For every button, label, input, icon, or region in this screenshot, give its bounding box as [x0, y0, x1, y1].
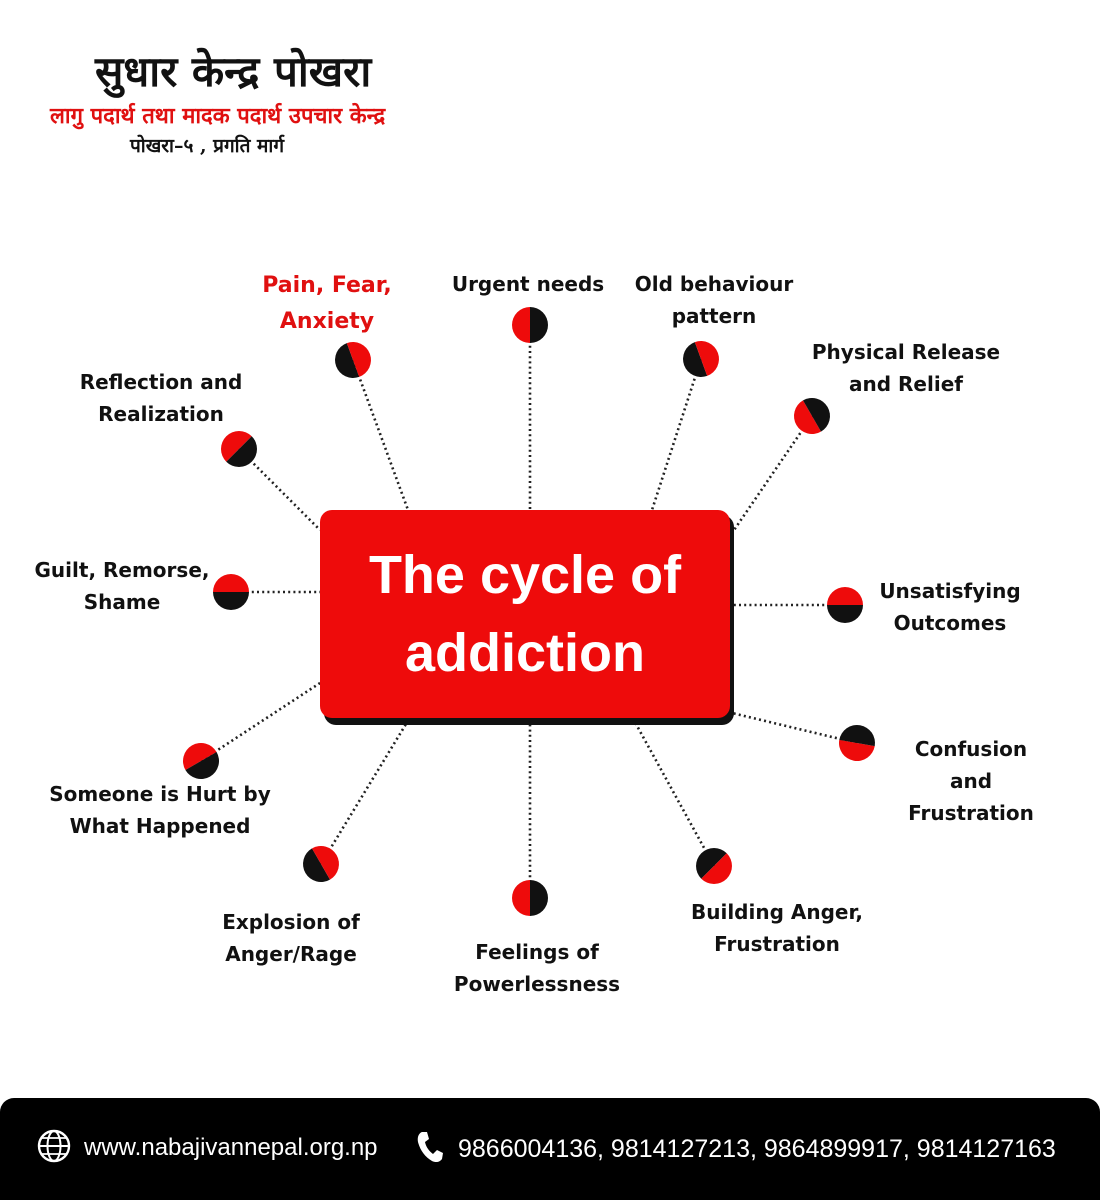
stage-dot-4 [793, 397, 830, 434]
stage-dot-2 [512, 307, 548, 343]
stage-label-3: Old behaviour pattern [634, 272, 794, 328]
stage-connector-1 [351, 359, 410, 511]
phone-icon [416, 1130, 444, 1168]
stage-connector-7 [634, 723, 716, 867]
phone-block[interactable]: 9866004136, 9814127213, 9864899917, 9814… [416, 1130, 1056, 1168]
stage-connector-4 [730, 415, 814, 534]
stage-dot-1 [335, 342, 371, 378]
header: सुधार केन्द्र पोखरा लागु पदार्थ तथा मादक… [0, 0, 520, 170]
stage-dot-10 [183, 743, 219, 779]
stage-connector-10 [200, 681, 321, 763]
stage-dot-7 [696, 848, 732, 884]
stage-dot-8 [512, 880, 548, 916]
stage-label-9: Explosion of Anger/Rage [222, 910, 360, 966]
center-title-nepali: सुधार केन्द्र पोखरा [95, 47, 372, 96]
stage-label-10: Someone is Hurt by What Happened [49, 782, 271, 838]
center-address: पोखरा–५ , प्रगति मार्ग [130, 135, 285, 157]
center-title: The cycle of addiction [368, 545, 682, 683]
stage-label-8: Feelings of Powerlessness [453, 940, 621, 996]
stage-label-4: Physical Release and Relief [811, 340, 1001, 396]
stage-connector-9 [319, 723, 408, 865]
center-subtitle: लागु पदार्थ तथा मादक पदार्थ उपचार केन्द्… [50, 103, 386, 129]
connector-layer [183, 307, 876, 916]
center-box: The cycle of addiction [320, 510, 730, 718]
stage-label-5: Unsatisfying Outcomes [879, 579, 1021, 635]
stage-label-6: Confusion and Frustration [908, 737, 1034, 825]
stage-connector-12 [238, 448, 321, 531]
stage-label-2: Urgent needs [451, 272, 605, 296]
stage-dot-6 [839, 725, 876, 761]
stage-dot-12 [221, 431, 258, 468]
globe-icon [36, 1128, 72, 1168]
website-link[interactable]: www.nabajivannepal.org.np [84, 1134, 378, 1161]
addiction-cycle-diagram: The cycle of addiction Pain, Fear, Anxie… [34, 272, 1034, 996]
stage-dot-11 [213, 574, 249, 610]
footer: www.nabajivannepal.org.np 9866004136, 98… [0, 1098, 1100, 1200]
stage-label-11: Guilt, Remorse, Shame [34, 558, 210, 614]
stage-connector-6 [731, 711, 858, 745]
stage-label-12: Reflection and Realization [79, 370, 243, 426]
stage-dot-3 [683, 341, 719, 377]
stage-connector-3 [650, 358, 703, 511]
stage-label-7: Building Anger, Frustration [690, 900, 864, 956]
phone-numbers[interactable]: 9866004136, 9814127213, 9864899917, 9814… [458, 1134, 1056, 1163]
website-block[interactable]: www.nabajivannepal.org.np [36, 1128, 378, 1168]
stage-label-1: Pain, Fear, Anxiety [262, 273, 392, 334]
stage-dot-5 [827, 587, 863, 623]
stage-dot-9 [303, 846, 339, 882]
